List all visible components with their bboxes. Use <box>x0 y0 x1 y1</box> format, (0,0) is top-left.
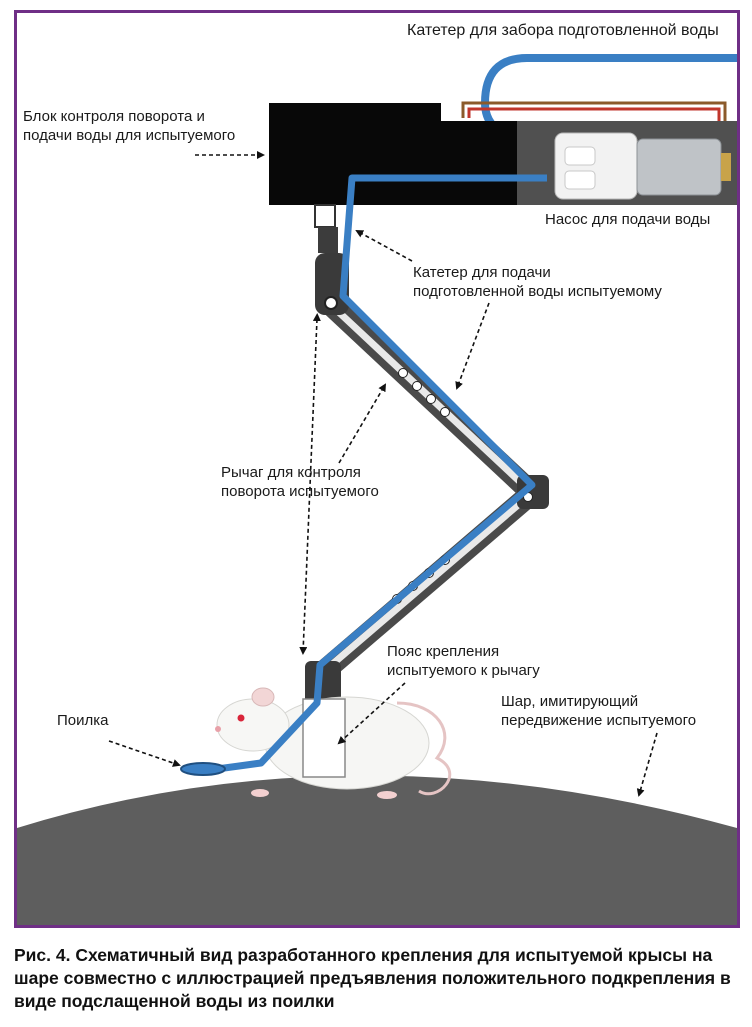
arrow-supply-catheter-mid <box>455 302 490 390</box>
arrow-ball <box>636 732 658 797</box>
ball-surface <box>17 775 737 925</box>
supply-catheter <box>216 174 547 773</box>
lever-mount-shaft <box>314 204 336 228</box>
label-control-block: Блок контроля поворота и подачи воды для… <box>23 108 236 144</box>
drinker-bowl <box>180 762 226 776</box>
arrow-harness <box>337 682 406 745</box>
lever-mount-bracket <box>318 227 338 253</box>
pump-port-bottom <box>564 170 596 190</box>
diagram-canvas <box>17 54 737 925</box>
rotation-lever <box>305 253 549 705</box>
label-ball: Шар, имитирующий передвижение испытуемог… <box>501 693 697 729</box>
figure-caption: Рис. 4. Схематичный вид разработанного к… <box>14 945 731 1011</box>
pump-motor <box>636 138 722 196</box>
pump-port-top <box>564 146 596 166</box>
arrow-supply-catheter-top <box>355 230 413 262</box>
pump-motor-terminal <box>721 153 731 181</box>
label-supply-catheter: Катетер для подачи подготовленной воды и… <box>413 264 662 300</box>
control-block <box>269 103 547 205</box>
label-pump: Насос для подачи воды <box>545 211 711 228</box>
rat-illustration <box>215 687 452 799</box>
label-harness: Пояс крепления испытуемого к рычагу <box>387 643 540 679</box>
arrow-lever-link <box>338 383 387 464</box>
label-rotation-lever: Рычаг для контроля поворота испытуемого <box>221 464 379 500</box>
figure-frame: Катетер для забора подготовленной воды Б… <box>14 10 740 928</box>
arrow-drinker <box>108 740 181 767</box>
label-drinker: Поилка <box>57 712 109 729</box>
label-intake-catheter: Катетер для забора подготовленной воды <box>407 22 719 39</box>
